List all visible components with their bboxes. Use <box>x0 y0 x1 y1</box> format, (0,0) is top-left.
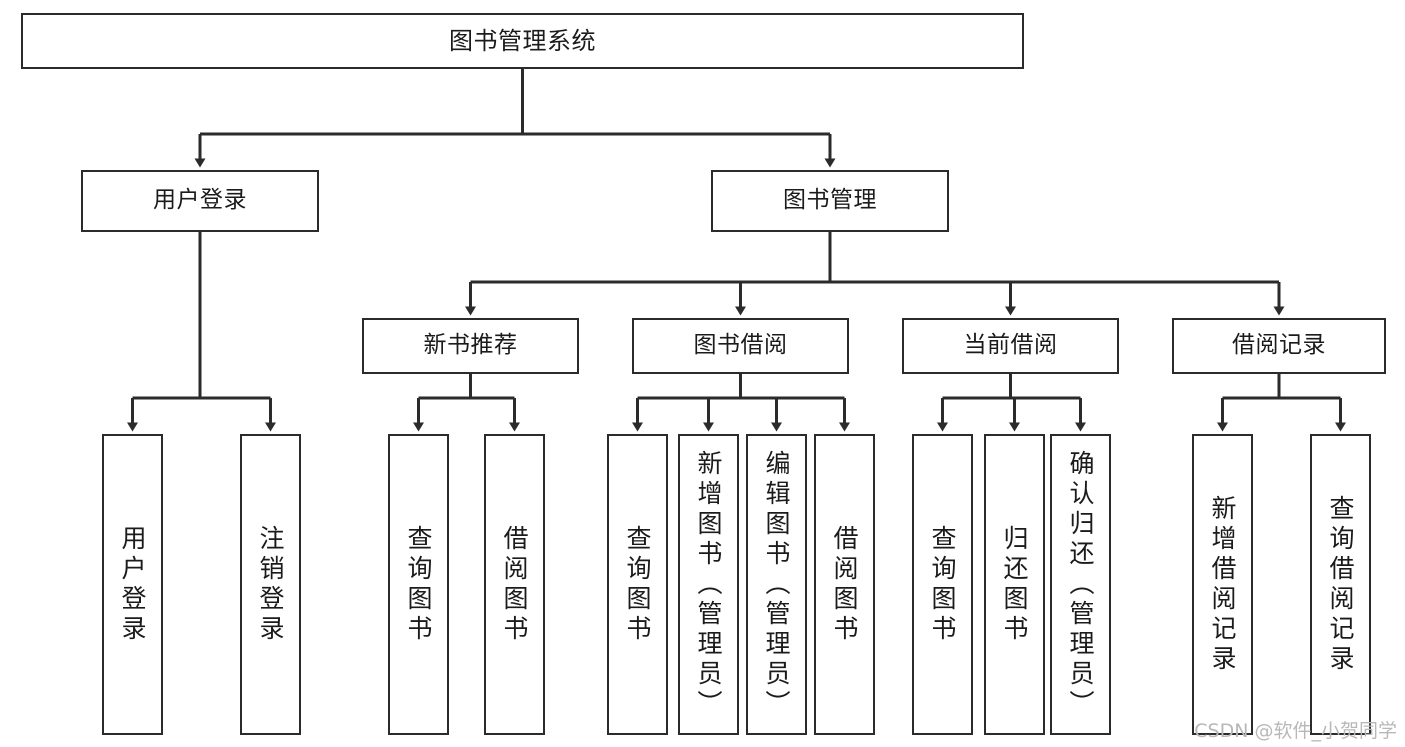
node-leaf_rec_borrow[interactable]: 借阅图书 <box>484 434 545 735</box>
node-label: 注销登录 <box>256 524 285 645</box>
node-label: 图书管理 <box>783 187 877 214</box>
node-label: 新书推荐 <box>423 332 518 359</box>
node-leaf_cb_return[interactable]: 归还图书 <box>984 434 1045 735</box>
node-label: 用户登录 <box>153 187 247 214</box>
node-label: 借阅记录 <box>1232 332 1326 359</box>
node-label: 借阅图书 <box>830 524 859 645</box>
node-leaf_user_login[interactable]: 用户登录 <box>102 434 163 735</box>
node-book_mgmt[interactable]: 图书管理 <box>711 170 949 232</box>
node-new_book_rec[interactable]: 新书推荐 <box>362 318 579 374</box>
watermark-text: CSDN @软件_小贺同学 <box>1194 720 1397 742</box>
node-label: 查询借阅记录 <box>1326 494 1355 675</box>
node-leaf_cb_query[interactable]: 查询图书 <box>912 434 973 735</box>
node-label: 确认归还（管理员） <box>1066 449 1095 720</box>
node-leaf_bb_add[interactable]: 新增图书（管理员） <box>678 434 739 735</box>
node-label: 图书借阅 <box>693 332 788 359</box>
node-user_login[interactable]: 用户登录 <box>81 170 319 232</box>
node-leaf_bb_borrow[interactable]: 借阅图书 <box>814 434 875 735</box>
node-leaf_cb_confirm[interactable]: 确认归还（管理员） <box>1050 434 1111 735</box>
node-borrow_log[interactable]: 借阅记录 <box>1172 318 1386 374</box>
node-label: 归还图书 <box>1000 524 1029 645</box>
node-label: 查询图书 <box>404 524 433 645</box>
node-root[interactable]: 图书管理系统 <box>21 13 1024 69</box>
node-cur_borrow[interactable]: 当前借阅 <box>902 318 1119 374</box>
node-leaf_user_logout[interactable]: 注销登录 <box>240 434 301 735</box>
node-leaf_bb_edit[interactable]: 编辑图书（管理员） <box>746 434 807 735</box>
node-book_borrow[interactable]: 图书借阅 <box>632 318 849 374</box>
node-label: 新增图书（管理员） <box>694 449 723 720</box>
node-leaf_bb_query[interactable]: 查询图书 <box>607 434 668 735</box>
node-label: 查询图书 <box>928 524 957 645</box>
node-label: 借阅图书 <box>500 524 529 645</box>
node-label: 当前借阅 <box>963 332 1058 359</box>
node-label: 编辑图书（管理员） <box>762 449 791 720</box>
node-leaf_rec_query[interactable]: 查询图书 <box>388 434 449 735</box>
node-label: 图书管理系统 <box>449 26 596 55</box>
node-leaf_bl_add[interactable]: 新增借阅记录 <box>1192 434 1253 735</box>
node-leaf_bl_query[interactable]: 查询借阅记录 <box>1310 434 1371 735</box>
node-label: 查询图书 <box>623 524 652 645</box>
node-label: 新增借阅记录 <box>1208 494 1237 675</box>
node-label: 用户登录 <box>118 524 147 645</box>
